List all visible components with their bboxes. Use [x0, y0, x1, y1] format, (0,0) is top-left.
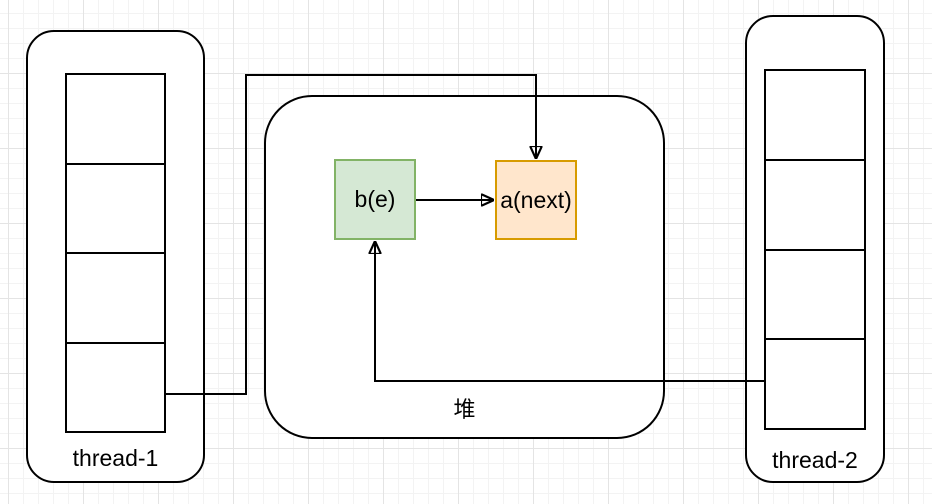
- heap-label: 堆: [453, 397, 476, 422]
- stack-cell: [766, 158, 864, 249]
- thread-1-label: thread-1: [72, 445, 159, 471]
- node-a: a(next): [495, 160, 577, 240]
- thread-1-stack: [65, 73, 166, 433]
- stack-cell: [67, 252, 164, 342]
- heap-container: [264, 95, 665, 439]
- thread-2-label: thread-2: [772, 447, 858, 473]
- thread-2-stack: [764, 69, 866, 430]
- node-b: b(e): [334, 159, 416, 240]
- stack-cell: [67, 162, 164, 253]
- stack-cell: [766, 71, 864, 159]
- stack-cell: [67, 341, 164, 432]
- stack-cell: [766, 338, 864, 428]
- stack-cell: [766, 248, 864, 339]
- stack-cell: [67, 75, 164, 163]
